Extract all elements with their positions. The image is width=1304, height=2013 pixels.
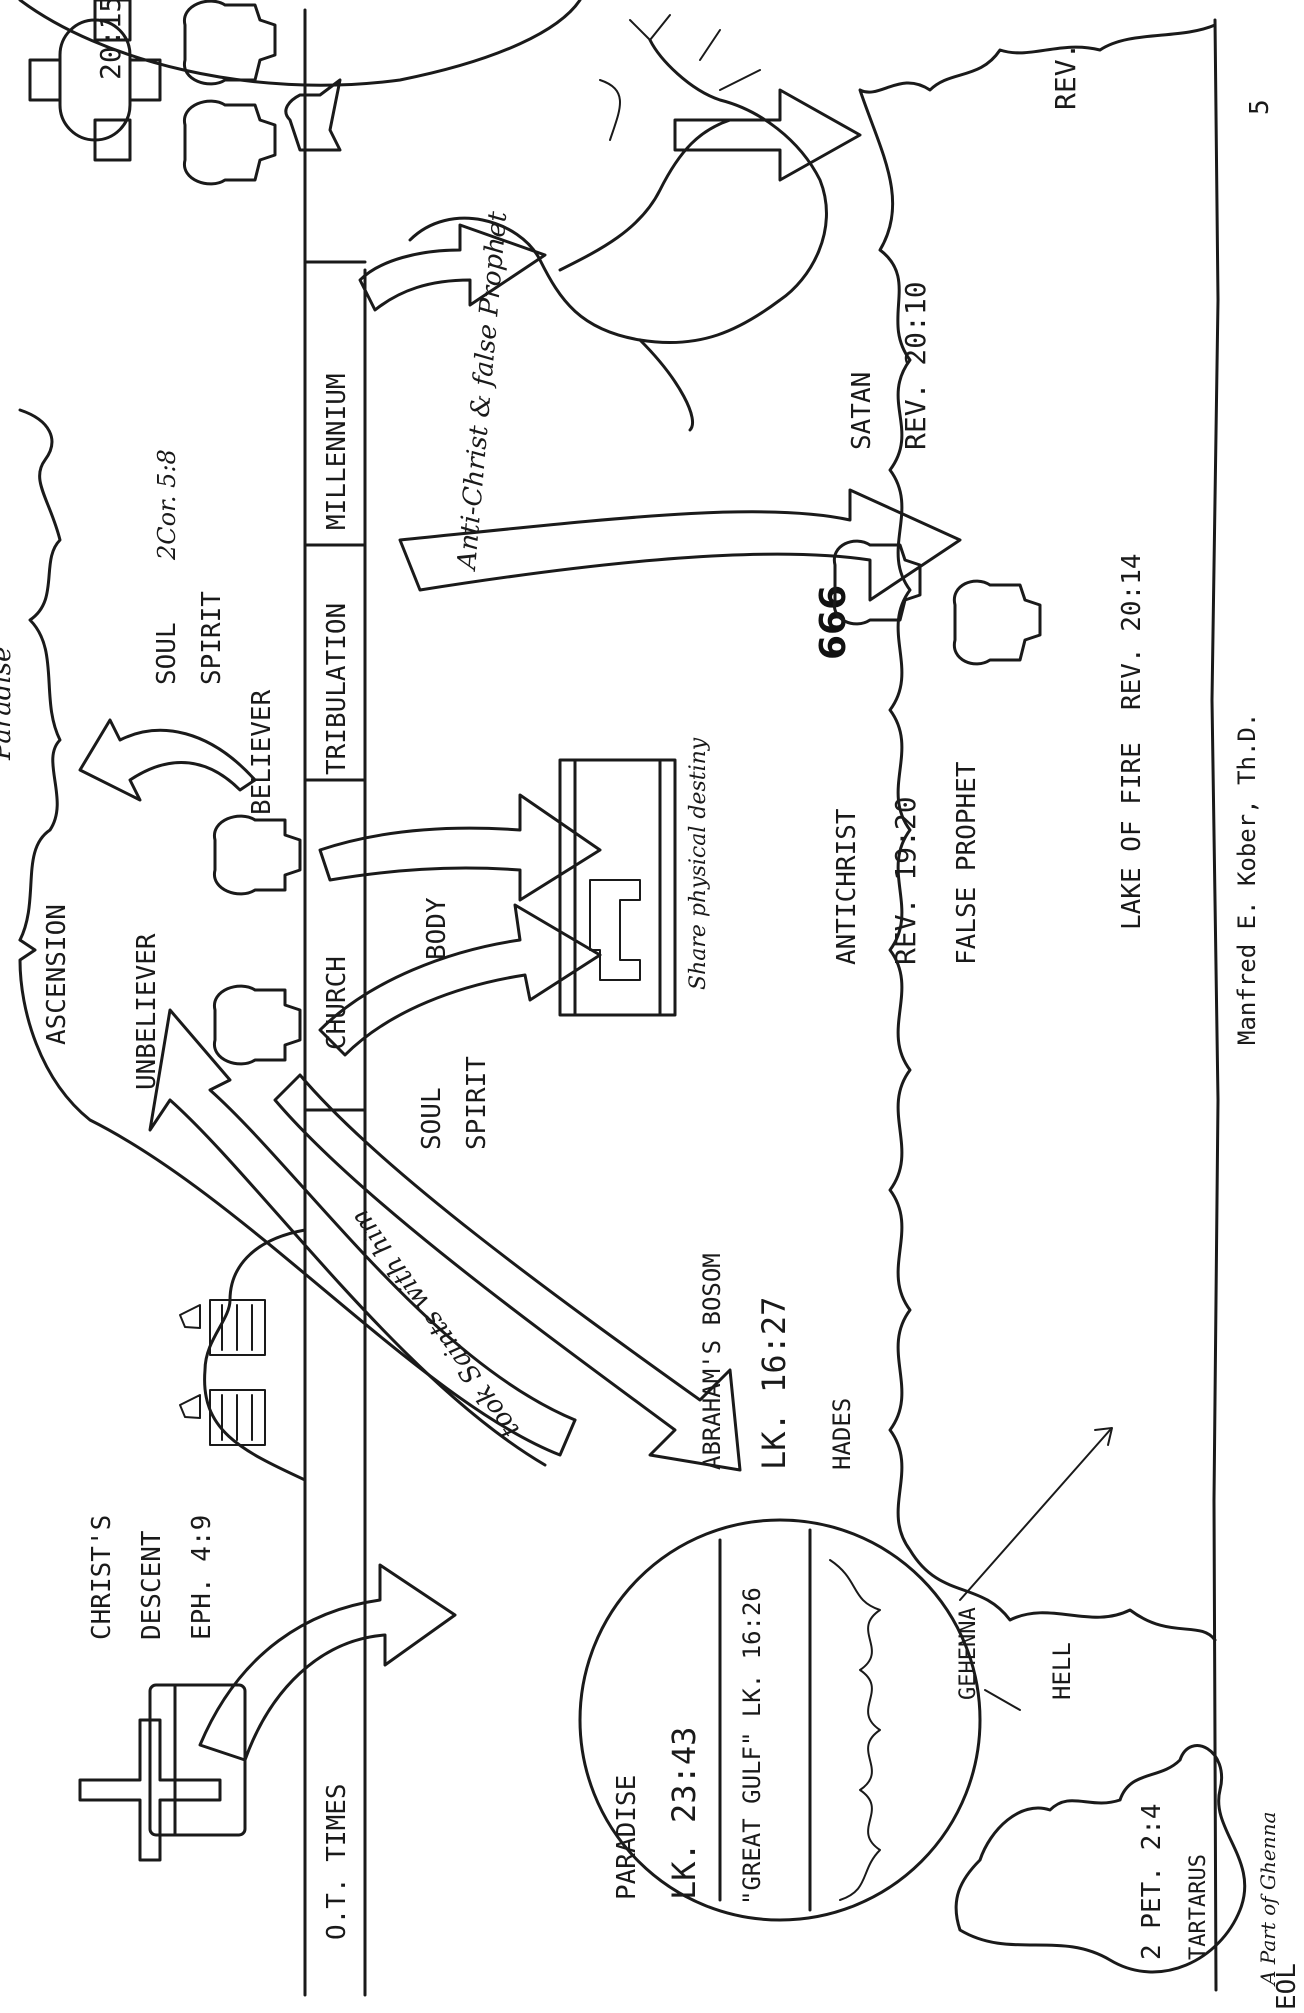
- satan-arrow: [360, 225, 545, 310]
- grave-icon: [560, 760, 675, 1015]
- eol-label: EOL: [1272, 1963, 1302, 2010]
- descent-label: DESCENT: [137, 1530, 167, 1640]
- rev-top-label: REV.: [1049, 43, 1082, 110]
- gehenna-to-lake-arrow: [960, 1430, 1110, 1600]
- cor-label: 2Cor. 5:8: [153, 449, 181, 561]
- abrahams-bosom-label: ABRAHAM'S BOSOM: [698, 1253, 726, 1470]
- body-arrow-2: [320, 795, 600, 900]
- ot-times-label: O.T. TIMES: [322, 1783, 352, 1940]
- pet-label: 2 PET. 2:4: [1137, 1803, 1167, 1960]
- unbeliever-figure: [214, 986, 300, 1064]
- antichrist-label: ANTICHRIST: [832, 808, 862, 965]
- body-label: BODY: [422, 897, 452, 960]
- tribulation-label: TRIBULATION: [322, 603, 352, 775]
- author-label: Manfred E. Kober, Th.D.: [1233, 713, 1261, 1045]
- rev2014-label: REV. 20:14: [1117, 553, 1147, 710]
- rev-top2-label: 20:15: [94, 0, 127, 80]
- great-gulf-label: "GREAT GULF" LK. 16:26: [738, 1587, 766, 1905]
- judgment-arrow: [286, 80, 340, 150]
- tartarus-label: TARTARUS: [1186, 1854, 1211, 1960]
- soul-top-label: SOUL: [152, 622, 182, 685]
- unbeliever-label: UNBELIEVER: [132, 933, 162, 1090]
- paradise-label: PARADISE: [612, 1775, 642, 1900]
- gehenna-flames: [830, 1560, 880, 1900]
- satan-label: SATAN: [847, 372, 877, 450]
- eph-label: EPH. 4:9: [187, 1515, 217, 1640]
- took-saints-label: took Saints with him: [345, 1203, 526, 1443]
- hell-label: HELL: [1048, 1642, 1076, 1700]
- paradise-top-label: Paradise: [0, 647, 17, 761]
- body-arrow-1: [320, 905, 600, 1055]
- tomb-icon: [150, 1685, 245, 1835]
- page-right-border: [1212, 20, 1218, 1990]
- lk1627-label: LK. 16:27: [755, 1297, 793, 1470]
- millennium-label: MILLENNIUM: [322, 373, 352, 530]
- false-prophet-label: FALSE PROPHET: [952, 761, 982, 965]
- paradise-cloud: [20, 410, 60, 940]
- part-of-label: A Part of Ghenna: [1256, 1812, 1280, 1987]
- false-prophet-figure: [954, 581, 1040, 664]
- page-number: 5: [1245, 99, 1275, 115]
- believer-soul-arrow: [80, 720, 255, 800]
- gehenna-label: GEHENNA: [956, 1607, 981, 1700]
- anti-false-label: Anti-Christ & false Prophet: [452, 210, 513, 573]
- ascension-label: ASCENSION: [42, 904, 72, 1045]
- believer-label: BELIEVER: [247, 689, 277, 815]
- temple-icon: [180, 1230, 305, 1480]
- soul-mid-label: SOUL: [417, 1087, 447, 1150]
- tartarus-to-gehenna-arrow: [985, 1690, 1020, 1710]
- lake-of-fire-label: LAKE OF FIRE: [1117, 742, 1147, 930]
- descent-arrow: [200, 1565, 455, 1760]
- believer-figure: [214, 816, 300, 894]
- hades-label: HADES: [828, 1398, 856, 1470]
- lk2343-label: LK. 23:43: [665, 1727, 703, 1900]
- spirit-top-label: SPIRIT: [197, 591, 227, 685]
- judgment-figures: [184, 1, 275, 184]
- spirit-mid-label: SPIRIT: [462, 1056, 492, 1150]
- christs-label: CHRIST'S: [87, 1515, 117, 1640]
- rev2010-label: REV. 20:10: [899, 281, 932, 450]
- share-label: Share physical destiny: [686, 737, 711, 990]
